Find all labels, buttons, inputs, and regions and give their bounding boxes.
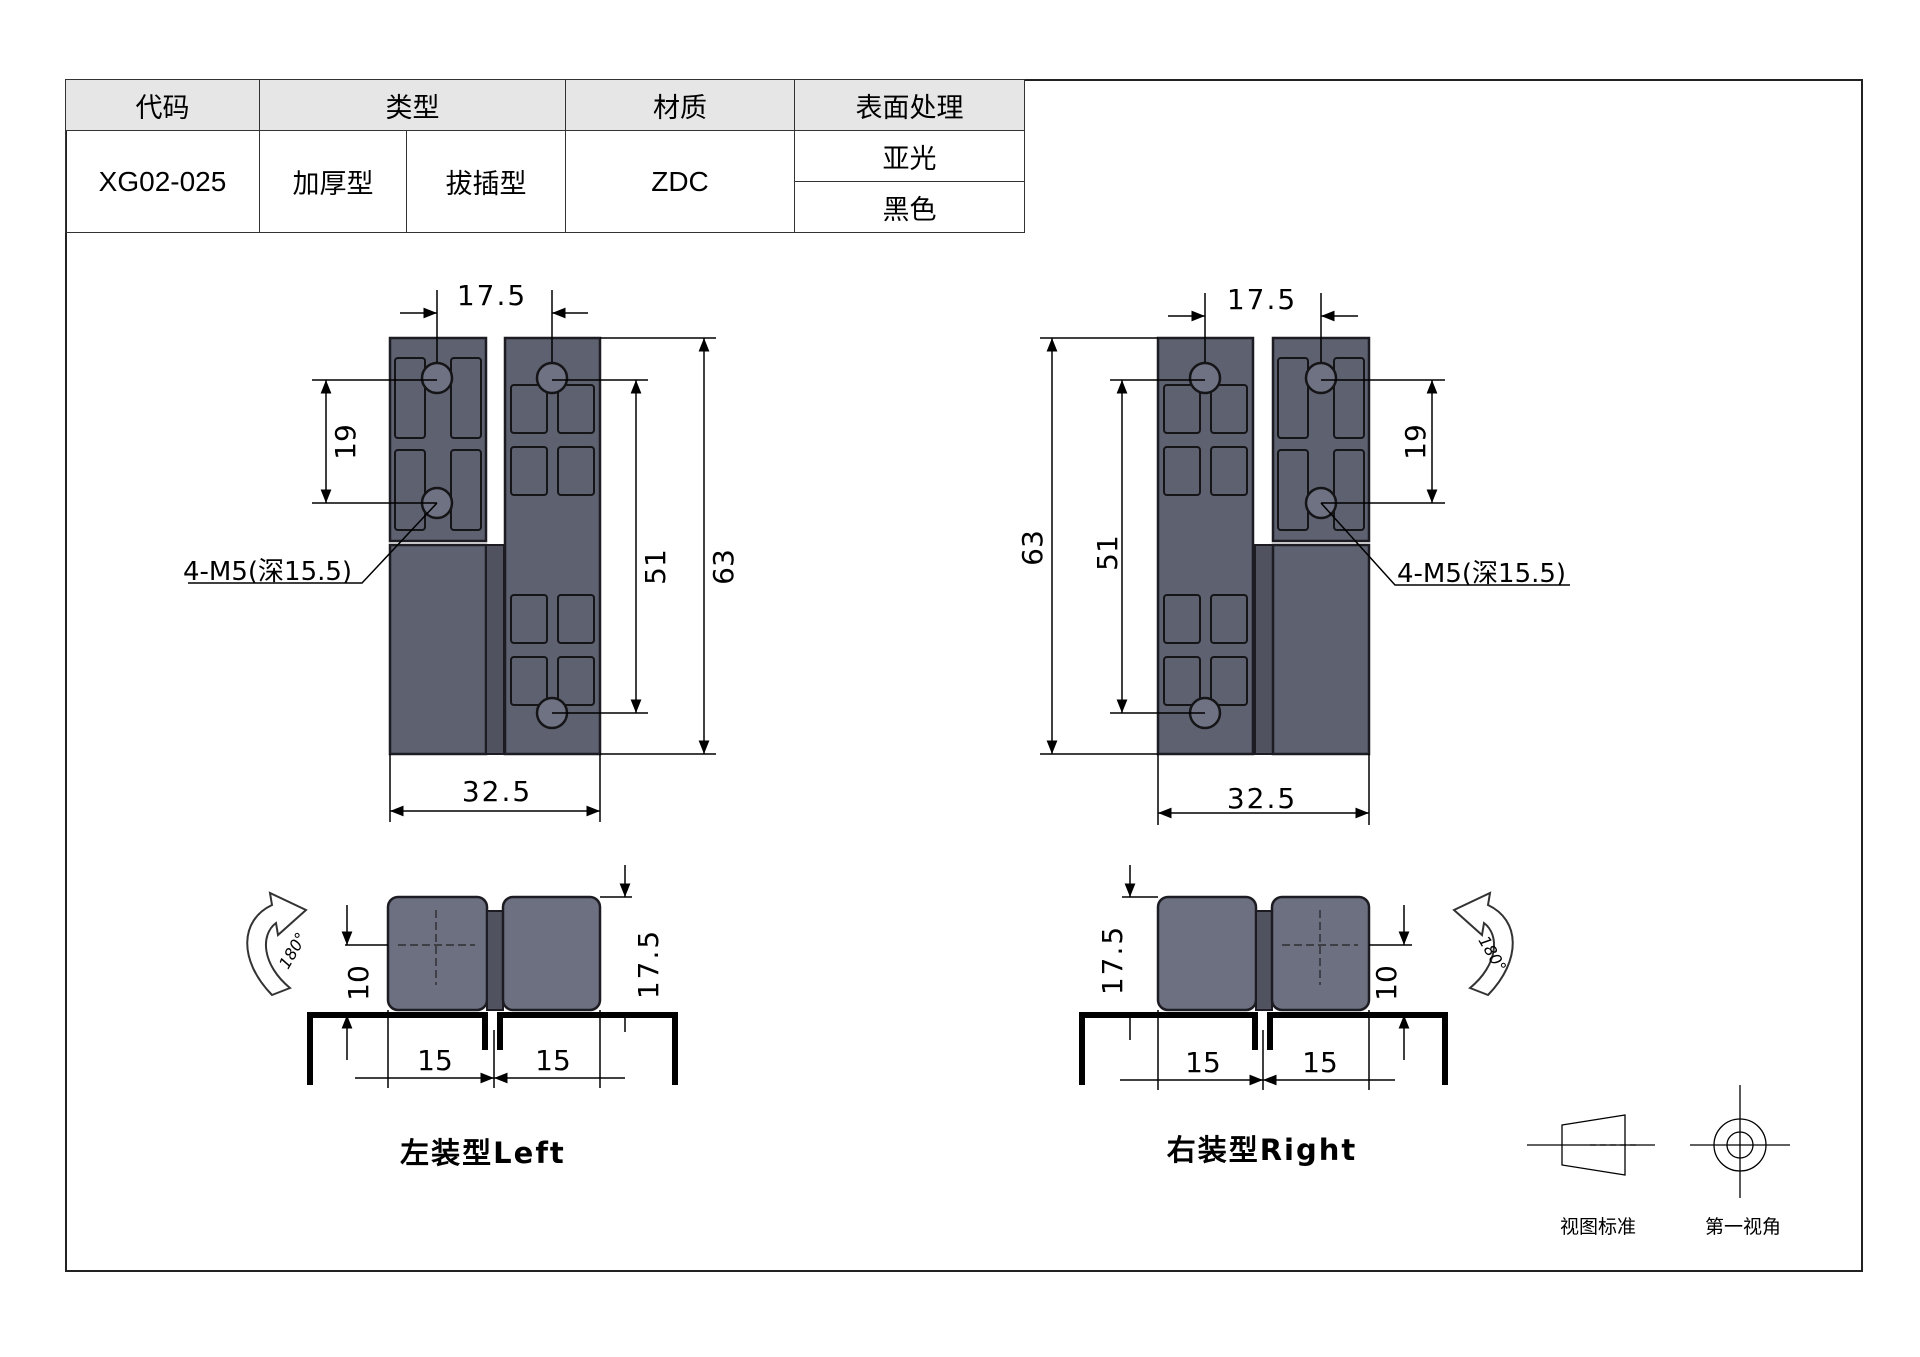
right-dim-hole-pitch: 19	[1399, 424, 1432, 460]
right-knuckle	[1254, 544, 1274, 755]
left-side-pin	[486, 910, 504, 1011]
left-side-dim-17: 17.5	[632, 929, 665, 999]
right-side-dim-15b: 15	[1302, 1046, 1338, 1079]
projection-legend: 视图标准 第一视角	[1527, 1085, 1790, 1238]
cell-code: XG02-025	[65, 130, 260, 233]
left-side-dim-15b: 15	[535, 1044, 571, 1077]
right-side-block-a	[1156, 895, 1258, 1012]
left-rotate-arrow-icon	[246, 891, 308, 997]
left-dim-inner-height: 51	[639, 549, 672, 585]
right-dim-inner-height: 51	[1091, 535, 1124, 571]
left-leaf-tall	[503, 336, 602, 756]
left-dim-hole-pitch: 19	[329, 424, 362, 460]
left-side-view: 10 17.5 15 15 180° 左装型Left	[246, 865, 678, 1170]
header-finish: 表面处理	[794, 79, 1025, 131]
cell-type-b: 拔插型	[406, 130, 566, 233]
right-rotate-arrow-icon	[1452, 891, 1514, 997]
right-side-bracket	[1079, 1012, 1448, 1085]
left-hole-note: 4-M5(深15.5)	[183, 557, 352, 587]
left-front-view: 17.5 19 51 63 32.5 4-M5(深15.5)	[183, 279, 740, 822]
first-angle-label: 第一视角	[1705, 1216, 1781, 1238]
left-caption: 左装型Left	[400, 1136, 566, 1170]
cell-finish-b: 黑色	[794, 181, 1025, 233]
left-dim-top: 17.5	[457, 279, 527, 312]
right-hole-note: 4-M5(深15.5)	[1397, 559, 1566, 589]
right-front-view: 17.5 19 51 63 32.5 4-M5(深15.5)	[1016, 283, 1570, 825]
right-side-dim-15a: 15	[1185, 1046, 1221, 1079]
left-dim-width: 32.5	[462, 775, 532, 808]
left-leaf-lower	[388, 543, 488, 756]
header-material: 材质	[565, 79, 795, 131]
spec-table-row: XG02-025 加厚型 拔插型 ZDC 亚光	[65, 130, 1025, 233]
right-hole-3	[1304, 361, 1338, 395]
header-type: 类型	[259, 79, 566, 131]
view-standard-symbol-icon	[1527, 1114, 1655, 1176]
right-dim-height: 63	[1016, 530, 1049, 566]
right-leaf-lower	[1271, 543, 1371, 756]
right-dim-width: 32.5	[1227, 782, 1297, 815]
left-side-dim-10: 10	[342, 965, 375, 1001]
right-side-dim-10: 10	[1370, 965, 1403, 1001]
cell-finish-a: 亚光	[794, 130, 1025, 182]
right-side-view: 17.5 10 15 15 180° 右装型Right	[1079, 865, 1514, 1167]
right-hole-1	[1188, 361, 1222, 395]
left-side-dim-15a: 15	[417, 1044, 453, 1077]
left-side-block-a	[386, 895, 489, 1012]
right-side-dim-17: 17.5	[1096, 925, 1129, 995]
left-hole-3	[535, 361, 569, 395]
first-angle-symbol-icon	[1690, 1085, 1790, 1198]
spec-table-row-2: 黑色	[66, 181, 1025, 233]
left-side-block-b	[501, 895, 602, 1012]
right-side-pin	[1255, 910, 1273, 1011]
left-knuckle	[485, 544, 505, 755]
right-dim-top: 17.5	[1227, 283, 1297, 316]
right-caption: 右装型Right	[1167, 1133, 1358, 1167]
view-standard-label: 视图标准	[1560, 1216, 1636, 1238]
cell-material: ZDC	[565, 130, 795, 233]
spec-table: 代码 类型 材质 表面处理 XG02-025 加厚型 拔插型 ZDC 亚光 黑色	[65, 79, 1025, 233]
left-rotation-label: 180°	[275, 929, 311, 972]
right-leaf-tall	[1156, 336, 1255, 756]
left-side-bracket	[307, 1012, 678, 1085]
left-hole-1	[420, 361, 454, 395]
left-dim-height: 63	[707, 549, 740, 585]
spec-table-header-row: 代码 类型 材质 表面处理	[65, 79, 1025, 131]
